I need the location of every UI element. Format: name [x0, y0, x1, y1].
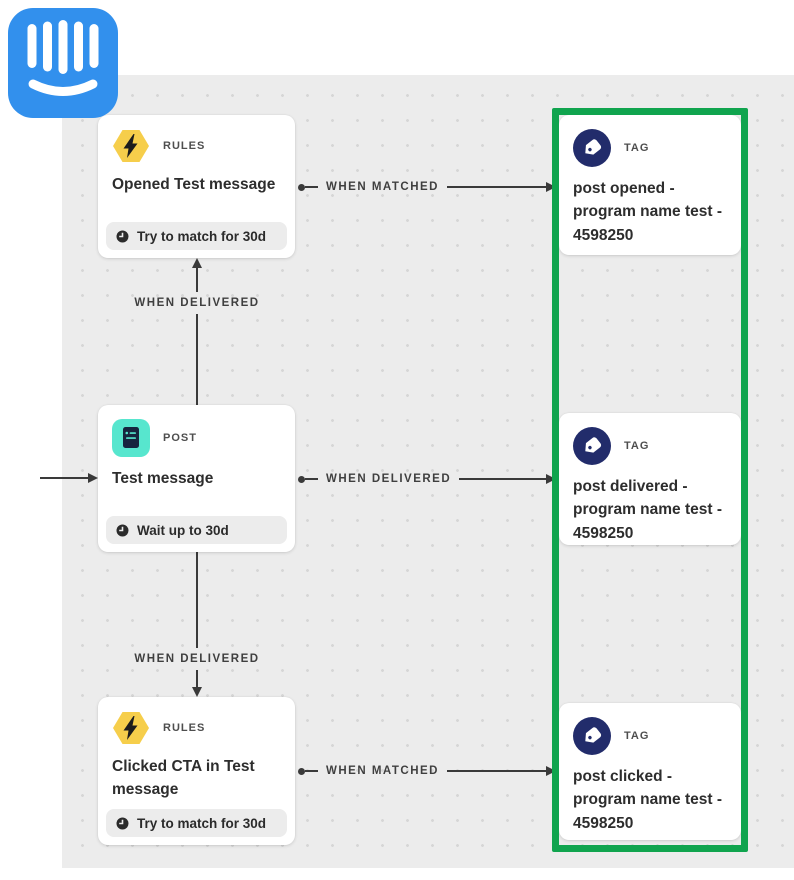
- connector-label: WHEN DELIVERED: [326, 473, 452, 485]
- connector-dot-icon: [298, 475, 305, 483]
- connector-post-to-rules-top: WHEN DELIVERED: [117, 258, 277, 405]
- node-title: post delivered - program name test - 459…: [573, 478, 723, 542]
- arrowhead-right-icon: [546, 766, 556, 776]
- arrowhead-up-icon: [192, 258, 202, 268]
- node-type-label: TAG: [624, 730, 650, 742]
- match-window-pill: Try to match for 30d: [106, 809, 287, 837]
- node-title: Clicked CTA in Test message: [112, 758, 255, 799]
- post-document-icon: [112, 419, 150, 457]
- arrowhead-down-icon: [192, 687, 202, 697]
- arrowhead-right-icon: [546, 474, 556, 484]
- intercom-logo-icon: [8, 8, 118, 118]
- node-tag-post-clicked[interactable]: TAG post clicked - program name test - 4…: [559, 703, 741, 840]
- arrowhead-right-icon: [88, 473, 98, 483]
- node-post-test-message[interactable]: POST Test message Wait up to 30d: [98, 405, 295, 552]
- node-tag-post-opened[interactable]: TAG post opened - program name test - 45…: [559, 115, 741, 255]
- match-window-text: Try to match for 30d: [137, 228, 267, 244]
- node-title: Test message: [112, 470, 214, 487]
- tag-icon: [573, 427, 611, 465]
- entry-arrow: [40, 468, 98, 488]
- connector-label: WHEN MATCHED: [326, 765, 439, 777]
- clock-icon: [116, 524, 129, 537]
- connector-label: WHEN DELIVERED: [134, 653, 260, 665]
- wait-window-text: Wait up to 30d: [137, 522, 229, 538]
- node-type-label: RULES: [163, 140, 206, 152]
- node-type-label: TAG: [624, 142, 650, 154]
- connector-dot-icon: [298, 767, 305, 775]
- connector-post-to-tag: WHEN DELIVERED: [298, 469, 556, 489]
- match-window-text: Try to match for 30d: [137, 815, 267, 831]
- node-title: Opened Test message: [112, 176, 276, 193]
- clock-icon: [116, 817, 129, 830]
- node-type-label: TAG: [624, 440, 650, 452]
- node-type-label: POST: [163, 432, 197, 444]
- connector-label: WHEN MATCHED: [326, 181, 439, 193]
- tag-icon: [573, 129, 611, 167]
- connector-post-to-rules-bottom: WHEN DELIVERED: [117, 552, 277, 697]
- rules-lightning-icon: [112, 711, 150, 745]
- node-tag-post-delivered[interactable]: TAG post delivered - program name test -…: [559, 413, 741, 545]
- tag-icon: [573, 717, 611, 755]
- connector-label: WHEN DELIVERED: [134, 297, 260, 309]
- connector-dot-icon: [298, 183, 305, 191]
- connector-rules-bottom-to-tag: WHEN MATCHED: [298, 761, 556, 781]
- rules-lightning-icon: [112, 129, 150, 163]
- node-title: post opened - program name test - 459825…: [573, 180, 723, 244]
- node-rules-opened[interactable]: RULES Opened Test message Try to match f…: [98, 115, 295, 258]
- node-type-label: RULES: [163, 722, 206, 734]
- node-title: post clicked - program name test - 45982…: [573, 768, 723, 832]
- node-rules-clicked-cta[interactable]: RULES Clicked CTA in Test message Try to…: [98, 697, 295, 845]
- match-window-pill: Try to match for 30d: [106, 222, 287, 250]
- connector-rules-top-to-tag: WHEN MATCHED: [298, 177, 556, 197]
- arrowhead-right-icon: [546, 182, 556, 192]
- wait-window-pill: Wait up to 30d: [106, 516, 287, 544]
- clock-icon: [116, 230, 129, 243]
